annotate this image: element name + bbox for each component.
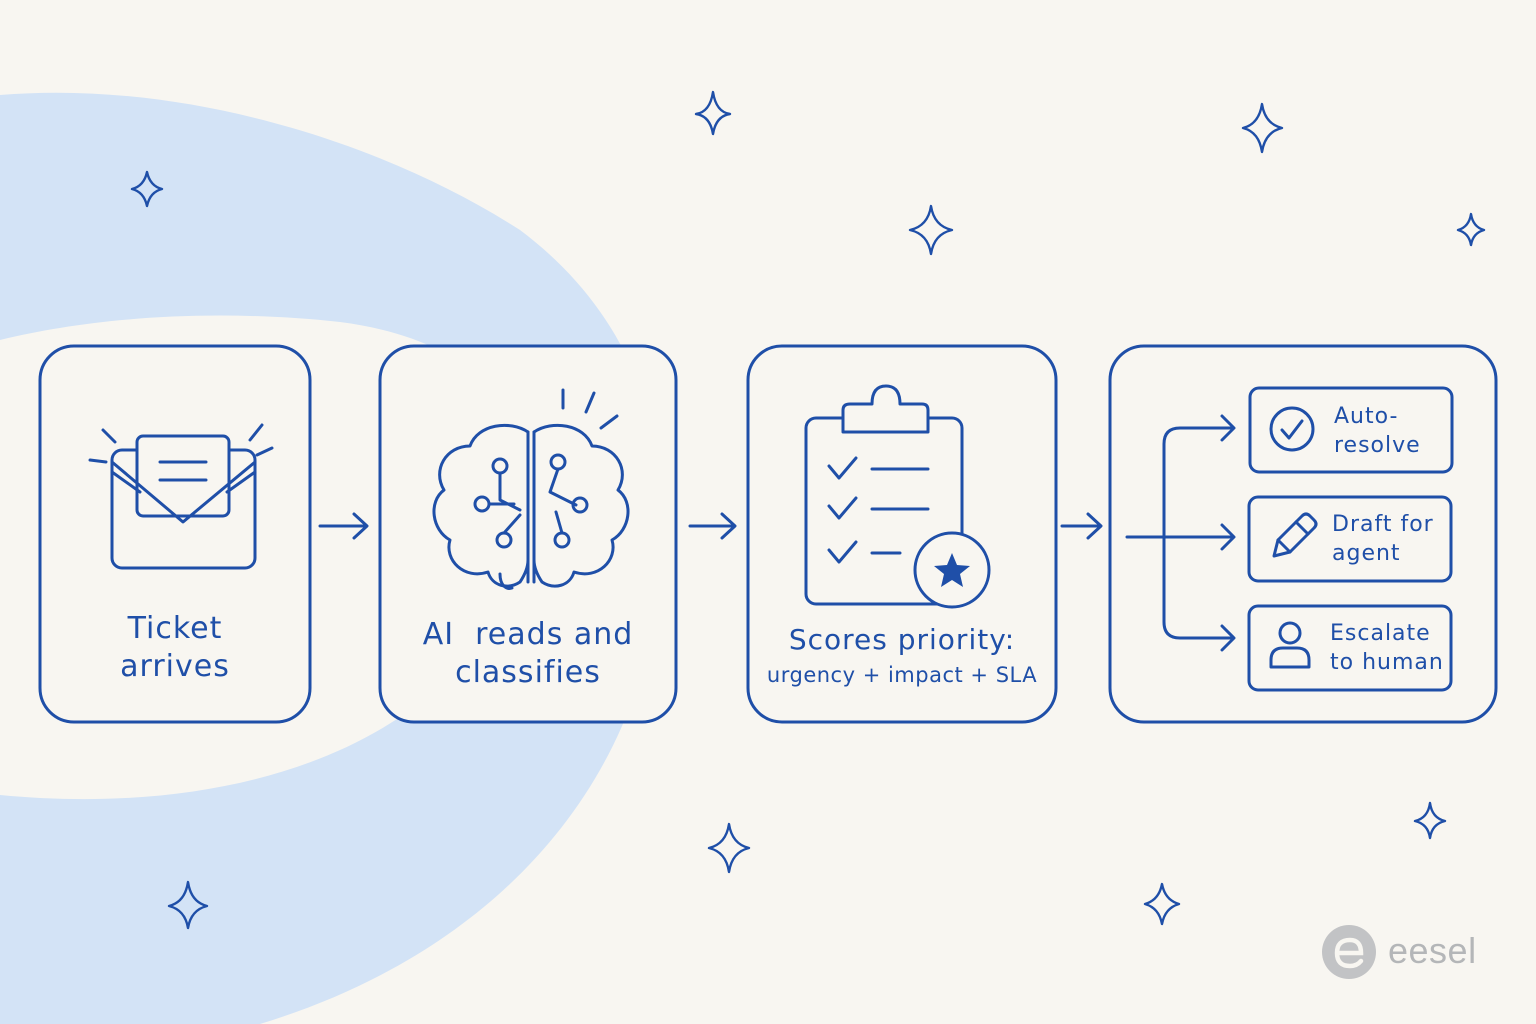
envelope-icon [88,423,274,570]
option-label-draft-for-agent: Draft for agent [1332,510,1434,568]
background-blob [0,92,664,1024]
star-badge-icon [913,531,991,609]
sparkle-icon [694,90,732,136]
arrow-right-icon [688,512,737,540]
step-label-scores-priority: Scores priority: urgency + impact + SLA [748,622,1056,692]
step-label-line: urgency + impact + SLA [766,663,1038,687]
brain-icon [432,388,630,590]
option-label-line: Escalate [1330,621,1431,646]
option-label-auto-resolve: Auto- resolve [1334,402,1421,460]
sparkle-icon [167,880,209,930]
sparkle-icon [908,204,954,256]
step-label-ticket-arrives: Ticket arrives [40,610,310,685]
sparkle-icon [1456,212,1486,247]
arrow-right-icon [318,512,369,540]
option-label-line: Draft for [1332,512,1434,537]
clipboard-icon [804,384,964,606]
option-label-line: agent [1332,541,1401,566]
option-label-line: to human [1330,650,1444,675]
step-label-ai-classifies: AI reads and classifies [380,616,676,691]
sparkle-icon [1241,102,1284,154]
pencil-icon [1272,512,1318,558]
sparkle-icon [1143,882,1181,926]
arrow-right-icon [1060,512,1103,540]
person-icon [1269,621,1311,669]
option-label-escalate: Escalate to human [1330,619,1444,677]
option-label-line: resolve [1334,433,1421,458]
step-box-ticket-arrives [38,344,312,724]
step-label-line: Scores priority: [788,623,1016,656]
brand-name: eesel [1388,930,1477,971]
step-label-line: arrives [120,648,230,684]
branch-arrows [1125,414,1236,652]
step-label-line: Ticket [127,611,223,646]
check-circle-icon [1269,406,1315,452]
eesel-logo-icon [1322,925,1376,979]
sparkle-icon [130,170,164,208]
option-label-line: Auto- [1334,404,1399,429]
step-label-line: AI reads and [422,617,634,652]
step-box-scores-priority [746,344,1058,724]
step-label-line: classifies [455,654,601,690]
sparkle-icon [707,822,751,874]
sparkle-icon [1413,801,1447,840]
